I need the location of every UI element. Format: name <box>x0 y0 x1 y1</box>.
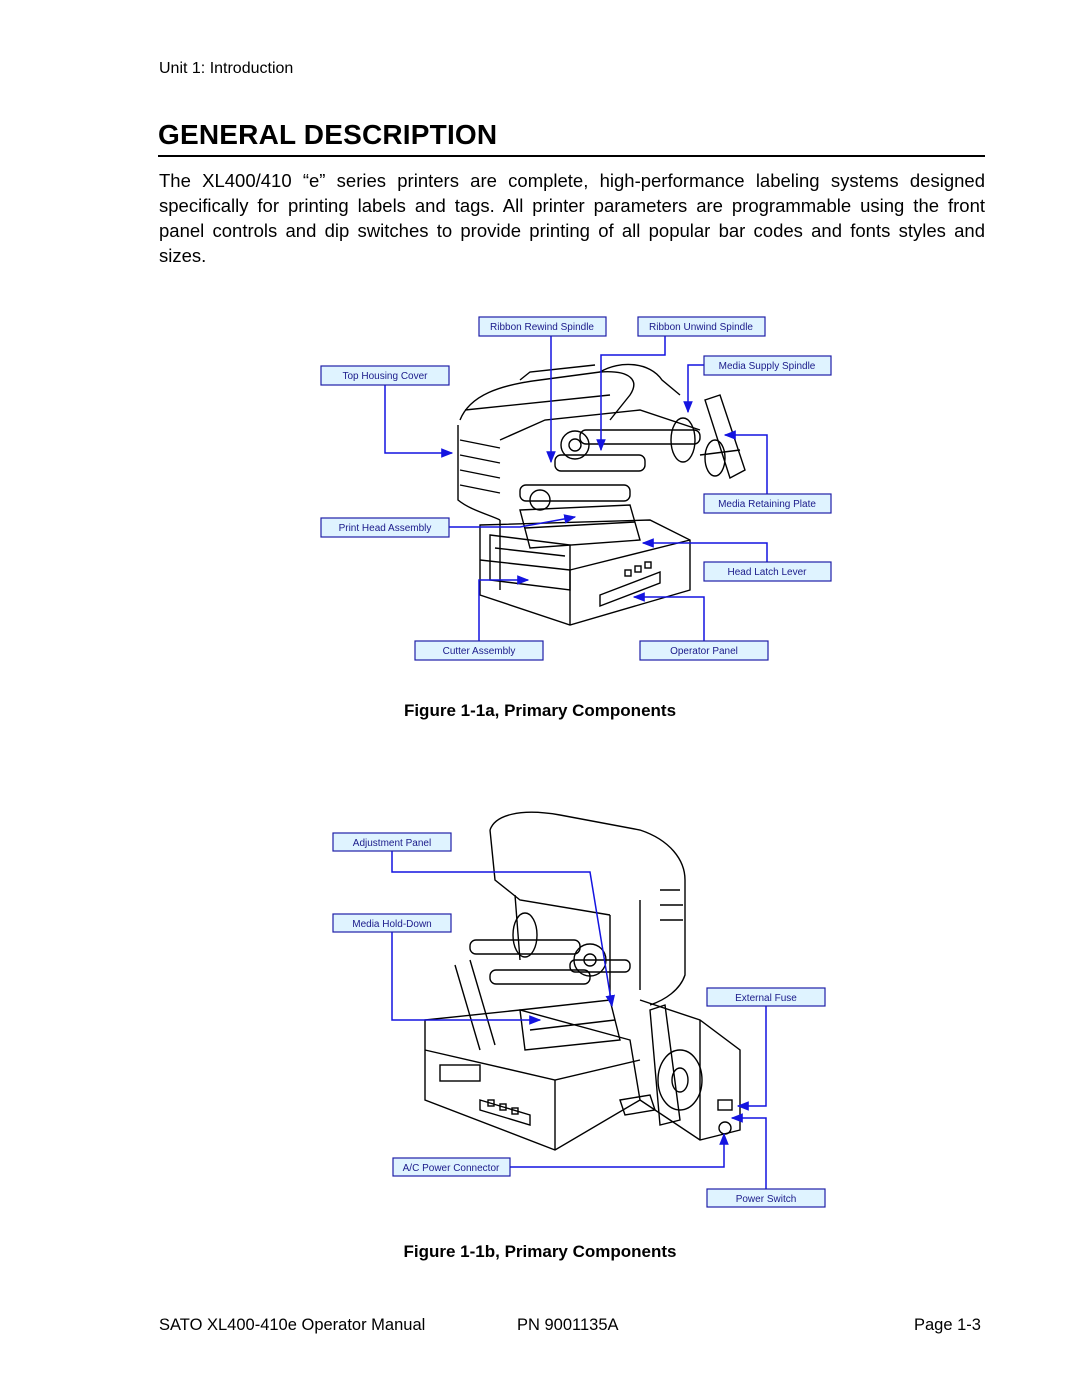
callout-adjustment-panel: Adjustment Panel <box>332 832 452 852</box>
svg-text:Media Supply Spindle: Media Supply Spindle <box>719 361 816 372</box>
svg-text:Head Latch Lever: Head Latch Lever <box>728 567 808 578</box>
callout-media-hold-down: Media Hold-Down <box>332 913 452 933</box>
svg-text:Power Switch: Power Switch <box>736 1194 797 1205</box>
callout-media-retaining: Media Retaining Plate <box>703 493 832 514</box>
callout-power-switch: Power Switch <box>706 1188 826 1208</box>
callout-media-supply: Media Supply Spindle <box>703 355 832 376</box>
svg-text:Cutter Assembly: Cutter Assembly <box>443 646 516 657</box>
footer-page-number: Page 1-3 <box>914 1316 981 1334</box>
figure-1b-caption: Figure 1-1b, Primary Components <box>403 1242 677 1261</box>
svg-text:External Fuse: External Fuse <box>735 993 797 1004</box>
svg-text:A/C Power Connector: A/C Power Connector <box>403 1163 500 1174</box>
svg-text:Print Head Assembly: Print Head Assembly <box>339 523 432 534</box>
svg-text:Ribbon Rewind Spindle: Ribbon Rewind Spindle <box>490 322 594 333</box>
callout-top-housing: Top Housing Cover <box>320 365 450 386</box>
title-rule <box>158 155 985 157</box>
callout-ribbon-unwind: Ribbon Unwind Spindle <box>637 316 766 337</box>
running-header: Unit 1: Introduction <box>159 60 294 77</box>
callout-head-latch: Head Latch Lever <box>703 561 832 582</box>
svg-text:Operator Panel: Operator Panel <box>670 646 738 657</box>
callout-external-fuse: External Fuse <box>706 987 826 1007</box>
figure-1a-diagram: Ribbon Rewind Spindle Ribbon Unwind Spin… <box>320 316 832 661</box>
callout-ac-power: A/C Power Connector <box>392 1157 511 1177</box>
svg-text:Media Retaining Plate: Media Retaining Plate <box>718 499 816 510</box>
callout-ribbon-rewind: Ribbon Rewind Spindle <box>478 316 607 337</box>
callout-cutter: Cutter Assembly <box>414 640 544 661</box>
callout-operator-panel: Operator Panel <box>639 640 769 661</box>
svg-text:Ribbon Unwind Spindle: Ribbon Unwind Spindle <box>649 322 753 333</box>
figure-1b-diagram: Adjustment Panel Media Hold-Down Externa… <box>332 811 826 1208</box>
svg-text:Media Hold-Down: Media Hold-Down <box>352 919 431 930</box>
callout-print-head: Print Head Assembly <box>320 517 450 538</box>
figure-1a-caption: Figure 1-1a, Primary Components <box>403 701 677 720</box>
intro-paragraph: The XL400/410 “e” series printers are co… <box>159 170 985 266</box>
svg-text:Top Housing Cover: Top Housing Cover <box>342 371 428 382</box>
printer-illustration-b <box>424 811 741 1151</box>
footer-part-number: PN 9001135A <box>517 1316 619 1334</box>
page-title: GENERAL DESCRIPTION <box>158 119 498 150</box>
svg-text:Adjustment Panel: Adjustment Panel <box>353 838 431 849</box>
footer-manual-title: SATO XL400-410e Operator Manual <box>159 1316 426 1334</box>
